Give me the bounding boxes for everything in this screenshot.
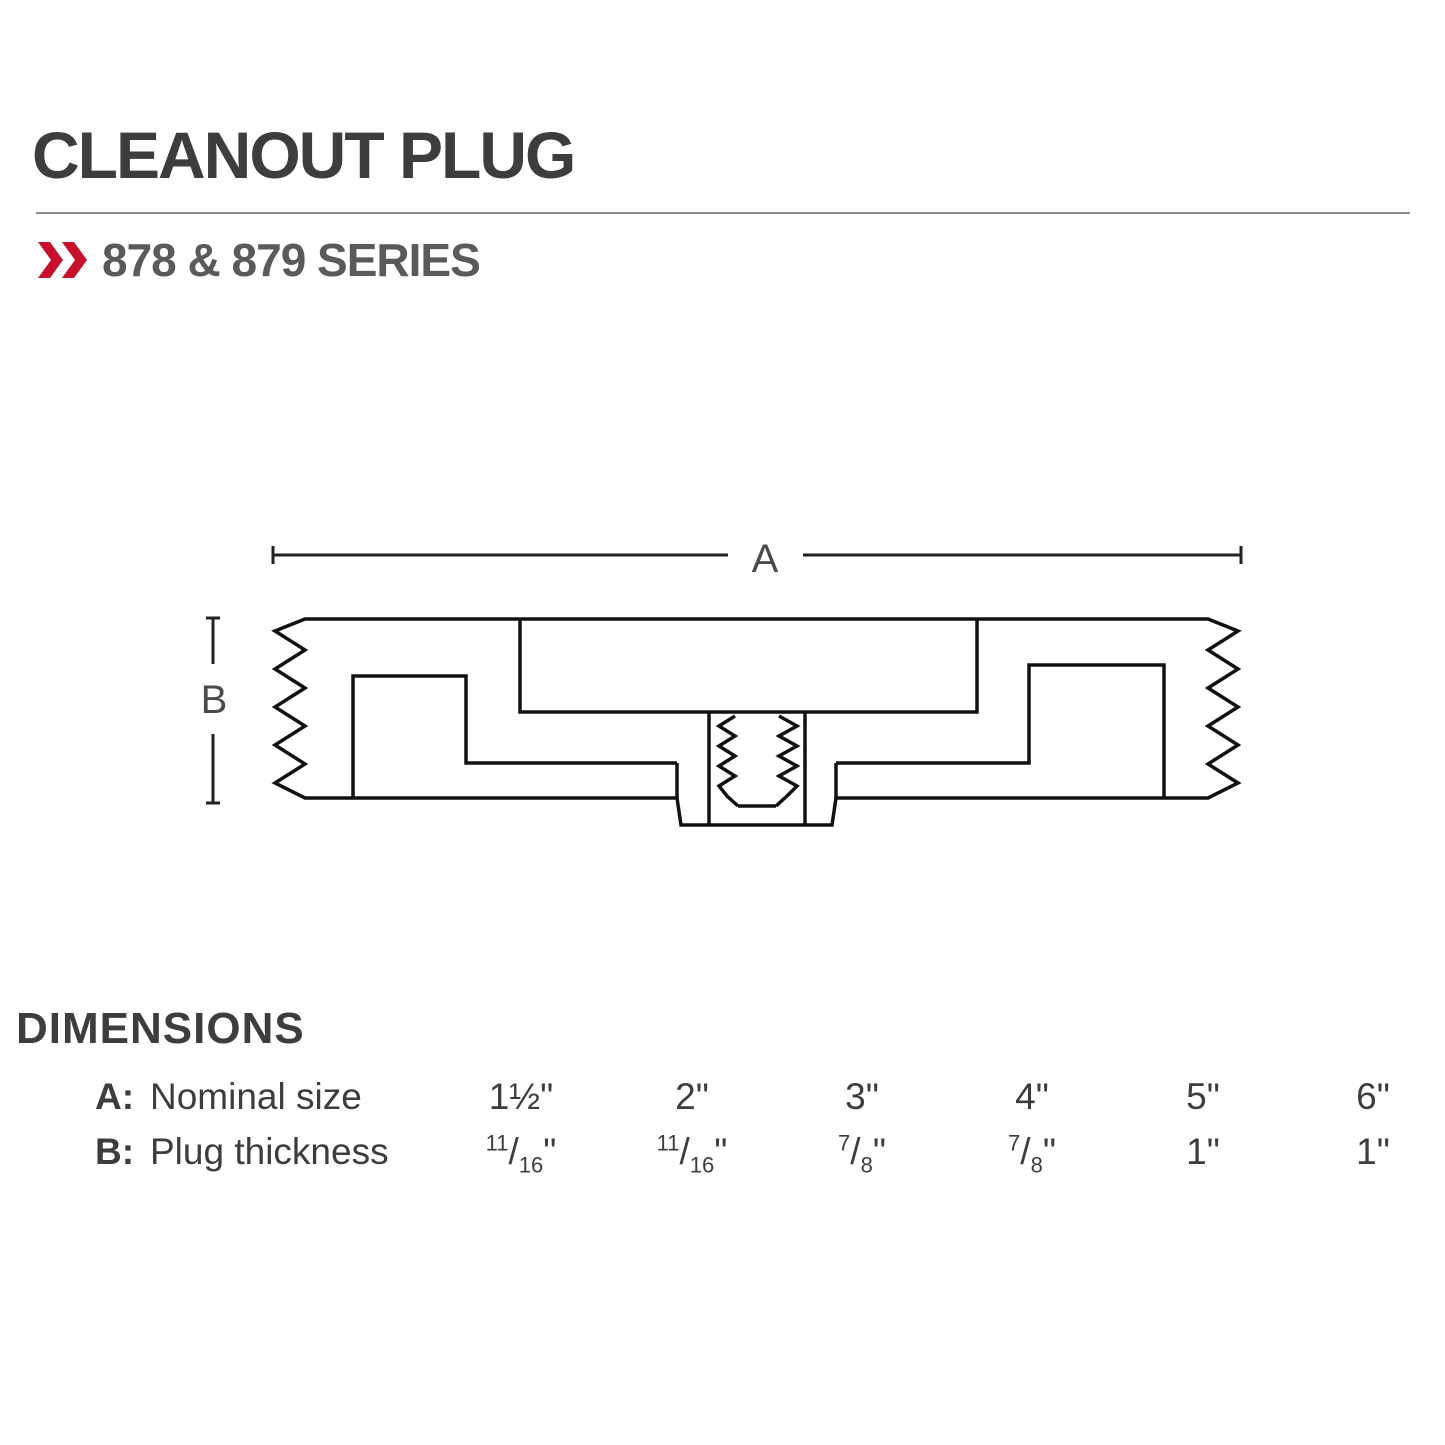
double-chevron-right-icon	[38, 242, 87, 278]
series-subtitle: 878 & 879 SERIES	[36, 234, 481, 286]
plug-thickness-value: 11/16"	[485, 1130, 557, 1178]
nominal-size-value: 5"	[1186, 1076, 1220, 1117]
nominal-size-value: 3"	[845, 1076, 879, 1117]
row-label: Nominal size	[150, 1076, 362, 1117]
nominal-size-value: 6"	[1356, 1076, 1390, 1117]
nominal-size-value: 1½"	[488, 1076, 554, 1117]
page-title: CLEANOUT PLUG	[32, 118, 576, 192]
plug-thickness-value: 7/8"	[838, 1130, 886, 1178]
dimensions-heading: DIMENSIONS	[16, 1004, 305, 1053]
row-label: Plug thickness	[150, 1131, 389, 1172]
row-key: A:	[95, 1076, 135, 1117]
nominal-size-value: 2"	[675, 1076, 709, 1117]
dimension-a-label: A	[752, 537, 779, 581]
dimension-row-b: B: Plug thickness 11/16" 11/16" 7/8" 7/8…	[0, 1131, 1445, 1179]
plug-thickness-value: 7/8"	[1008, 1130, 1056, 1178]
plug-thickness-value: 11/16"	[656, 1130, 728, 1178]
plug-section	[271, 617, 1242, 827]
plug-thickness-value: 1"	[1356, 1131, 1390, 1172]
dimension-row-a: A: Nominal size 1½" 2" 3" 4" 5" 6"	[0, 1076, 1445, 1124]
nominal-size-value: 4"	[1015, 1076, 1049, 1117]
dimension-b-line	[206, 616, 220, 805]
series-label: 878 & 879 SERIES	[102, 234, 481, 286]
title-divider	[36, 212, 1410, 214]
dimension-a-line	[271, 546, 1243, 564]
plug-thickness-value: 1"	[1186, 1131, 1220, 1172]
dimension-b-label: B	[201, 678, 228, 722]
row-key: B:	[95, 1131, 135, 1172]
